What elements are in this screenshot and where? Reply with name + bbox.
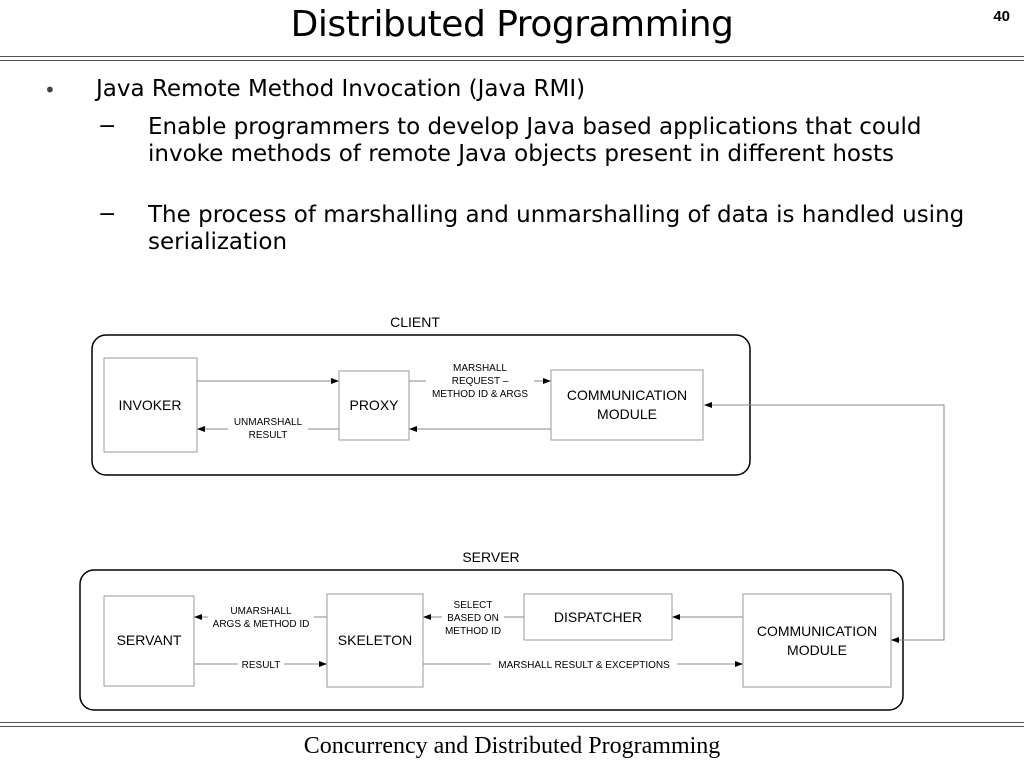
- proxy-box: [338, 370, 410, 441]
- invoker-box: [103, 357, 198, 453]
- proxy-label: PROXY: [349, 397, 399, 413]
- select-label-3: METHOD ID: [445, 626, 501, 637]
- umarshall-label-1: UMARSHALL: [230, 606, 292, 617]
- client-title: CLIENT: [390, 314, 440, 330]
- marshall-result-label: MARSHALL RESULT & EXCEPTIONS: [498, 660, 670, 671]
- title-divider: [0, 56, 1024, 57]
- sub-bullet-marker: −: [98, 114, 117, 139]
- skeleton-label: SKELETON: [338, 632, 412, 648]
- marshall-request-label-3: METHOD ID & ARGS: [432, 389, 528, 400]
- sub-bullet-1: Enable programmers to develop Java based…: [148, 114, 922, 167]
- slide-number: 40: [993, 8, 1010, 25]
- title-divider-thin: [0, 60, 1024, 61]
- dispatcher-box: [523, 593, 673, 641]
- server-comm-box: [742, 593, 892, 688]
- skeleton-box: [326, 593, 424, 688]
- client-comm-label-1: COMMUNICATION: [567, 387, 687, 403]
- servant-box: [103, 595, 195, 687]
- marshall-request-label-1: MARSHALL: [453, 363, 507, 374]
- select-label-1: SELECT: [454, 600, 493, 611]
- slide-footer: Concurrency and Distributed Programming: [303, 733, 721, 759]
- servant-label: SERVANT: [117, 632, 182, 648]
- sub-bullet-2: The process of marshalling and unmarshal…: [148, 202, 965, 255]
- footer-divider-thin: [0, 726, 1024, 727]
- slide-title: Distributed Programming: [290, 4, 734, 45]
- server-comm-label-2: MODULE: [787, 642, 847, 658]
- result-label: RESULT: [242, 660, 281, 671]
- invoker-label: INVOKER: [118, 397, 181, 413]
- umarshall-label-2: ARGS & METHOD ID: [213, 619, 310, 630]
- bullet-main: Java Remote Method Invocation (Java RMI): [96, 76, 586, 102]
- select-label-2: BASED ON: [447, 613, 499, 624]
- unmarshall-result-label-1: UNMARSHALL: [234, 417, 303, 428]
- marshall-request-label-2: REQUEST –: [452, 376, 509, 387]
- client-comm-label-2: MODULE: [597, 406, 657, 422]
- unmarshall-result-label-2: RESULT: [249, 430, 288, 441]
- dispatcher-label: DISPATCHER: [554, 609, 642, 625]
- server-comm-label-1: COMMUNICATION: [757, 623, 877, 639]
- client-comm-box: [550, 369, 704, 441]
- server-title: SERVER: [462, 549, 519, 565]
- bullet-marker: •: [44, 78, 56, 102]
- sub-bullet-marker: −: [98, 202, 117, 227]
- footer-divider: [0, 722, 1024, 723]
